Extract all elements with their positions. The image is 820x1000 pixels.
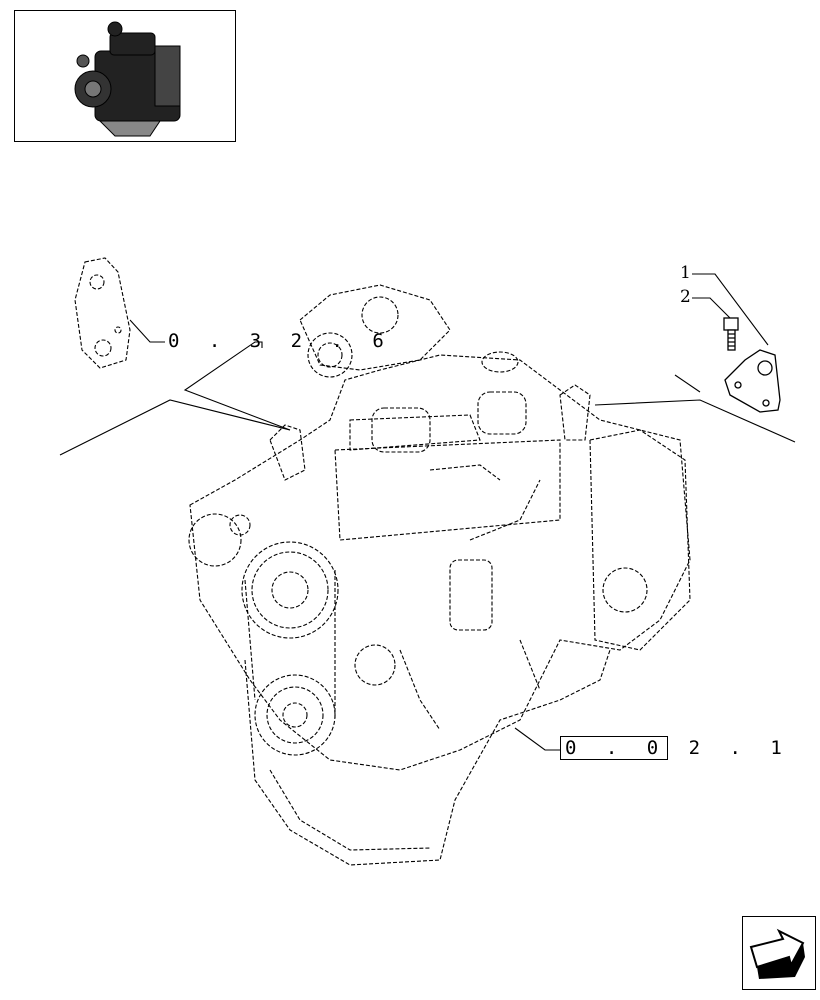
leader-right-lug <box>594 374 796 443</box>
item-number-2: 2 <box>680 287 691 307</box>
leader-ref-0326-down <box>183 341 291 431</box>
next-page-arrow-icon <box>749 928 805 979</box>
reference-0021[interactable]: 0 . 0 2 . 1 <box>560 736 791 760</box>
reference-0021-boxed: 0 . 0 <box>560 736 669 760</box>
engine-thumbnail-icon <box>74 21 181 137</box>
leader-1 <box>692 273 769 346</box>
reference-0021-rest: 2 . 1 <box>688 737 791 759</box>
engine-thumbnail[interactable] <box>14 10 236 142</box>
leader-ref-0021 <box>514 727 560 751</box>
reference-0326[interactable]: 0 . 3 2 . 6 <box>168 330 393 352</box>
leader-ref-0326 <box>129 319 165 343</box>
item-number-1: 1 <box>680 263 691 283</box>
leader-left-lug <box>59 399 291 456</box>
next-page-button[interactable] <box>742 916 816 990</box>
leader-2 <box>692 297 731 319</box>
